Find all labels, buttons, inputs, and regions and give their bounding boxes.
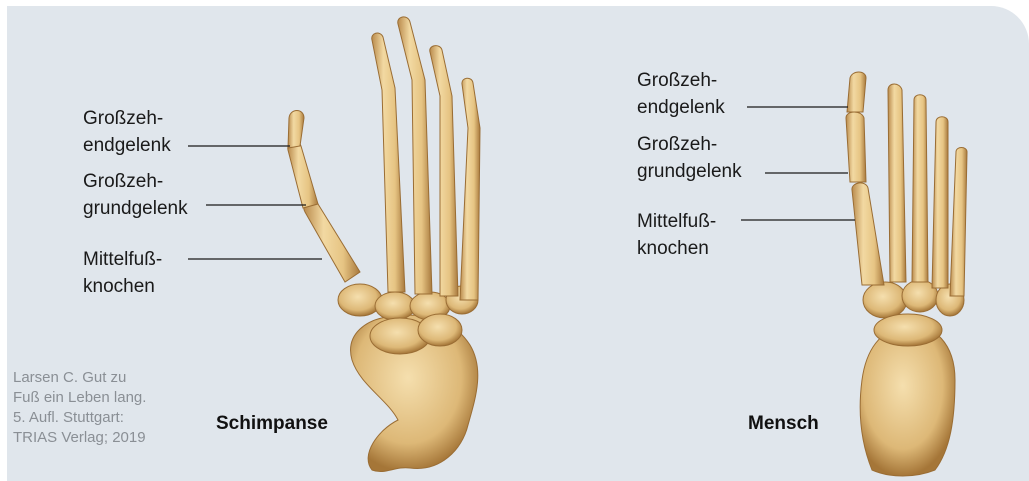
human-toe2 <box>888 84 906 282</box>
chimpanzee-foot <box>288 17 480 472</box>
human-label-endjoint: Großzeh- endgelenk <box>637 67 725 121</box>
human-bigtoe-proximal-phalanx <box>846 112 866 182</box>
chimp-label-endjoint: Großzeh- endgelenk <box>83 105 171 159</box>
human-toe5 <box>950 148 967 297</box>
chimp-tarsal-2 <box>375 292 415 320</box>
chimp-bigtoe-proximal-phalanx <box>288 142 318 208</box>
human-foot <box>846 72 967 476</box>
human-toe3 <box>912 95 928 282</box>
chimp-tarsal-1 <box>338 284 382 316</box>
chimp-bigtoe-distal-phalanx <box>288 111 304 149</box>
human-tarsal-1 <box>863 282 907 318</box>
chimp-caption: Schimpanse <box>216 410 328 437</box>
chimp-label-basejoint: Großzeh- grundgelenk <box>83 168 188 222</box>
human-label-basejoint: Großzeh- grundgelenk <box>637 131 742 185</box>
human-label-metatarsal: Mittelfuß- knochen <box>637 208 716 262</box>
chimp-toe4 <box>430 46 458 296</box>
human-bigtoe-distal-phalanx <box>847 72 866 112</box>
human-tarsal-4 <box>874 314 942 346</box>
human-toe4 <box>932 117 948 288</box>
chimp-label-metatarsal: Mittelfuß- knochen <box>83 246 162 300</box>
chimp-toe5 <box>460 78 480 300</box>
chimp-tarsal-6 <box>418 314 462 346</box>
human-caption: Mensch <box>748 410 819 437</box>
human-bigtoe-metatarsal <box>852 183 884 285</box>
chimp-toe2 <box>372 33 405 292</box>
chimp-bigtoe-metatarsal <box>304 201 360 282</box>
source-credit: Larsen C. Gut zu Fuß ein Leben lang. 5. … <box>13 368 146 448</box>
human-heel-bone <box>860 326 955 476</box>
